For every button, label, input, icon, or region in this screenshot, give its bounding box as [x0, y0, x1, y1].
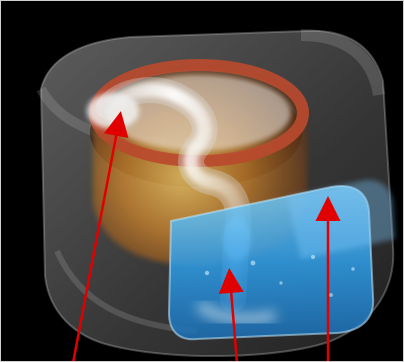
- bubble: [205, 271, 209, 275]
- bubble: [351, 267, 354, 270]
- bubble: [329, 293, 333, 297]
- steam-vent-nozzle: [87, 93, 139, 129]
- bubble: [279, 281, 282, 284]
- bubble: [311, 255, 315, 259]
- bubble: [221, 287, 225, 291]
- bubble: [251, 261, 256, 266]
